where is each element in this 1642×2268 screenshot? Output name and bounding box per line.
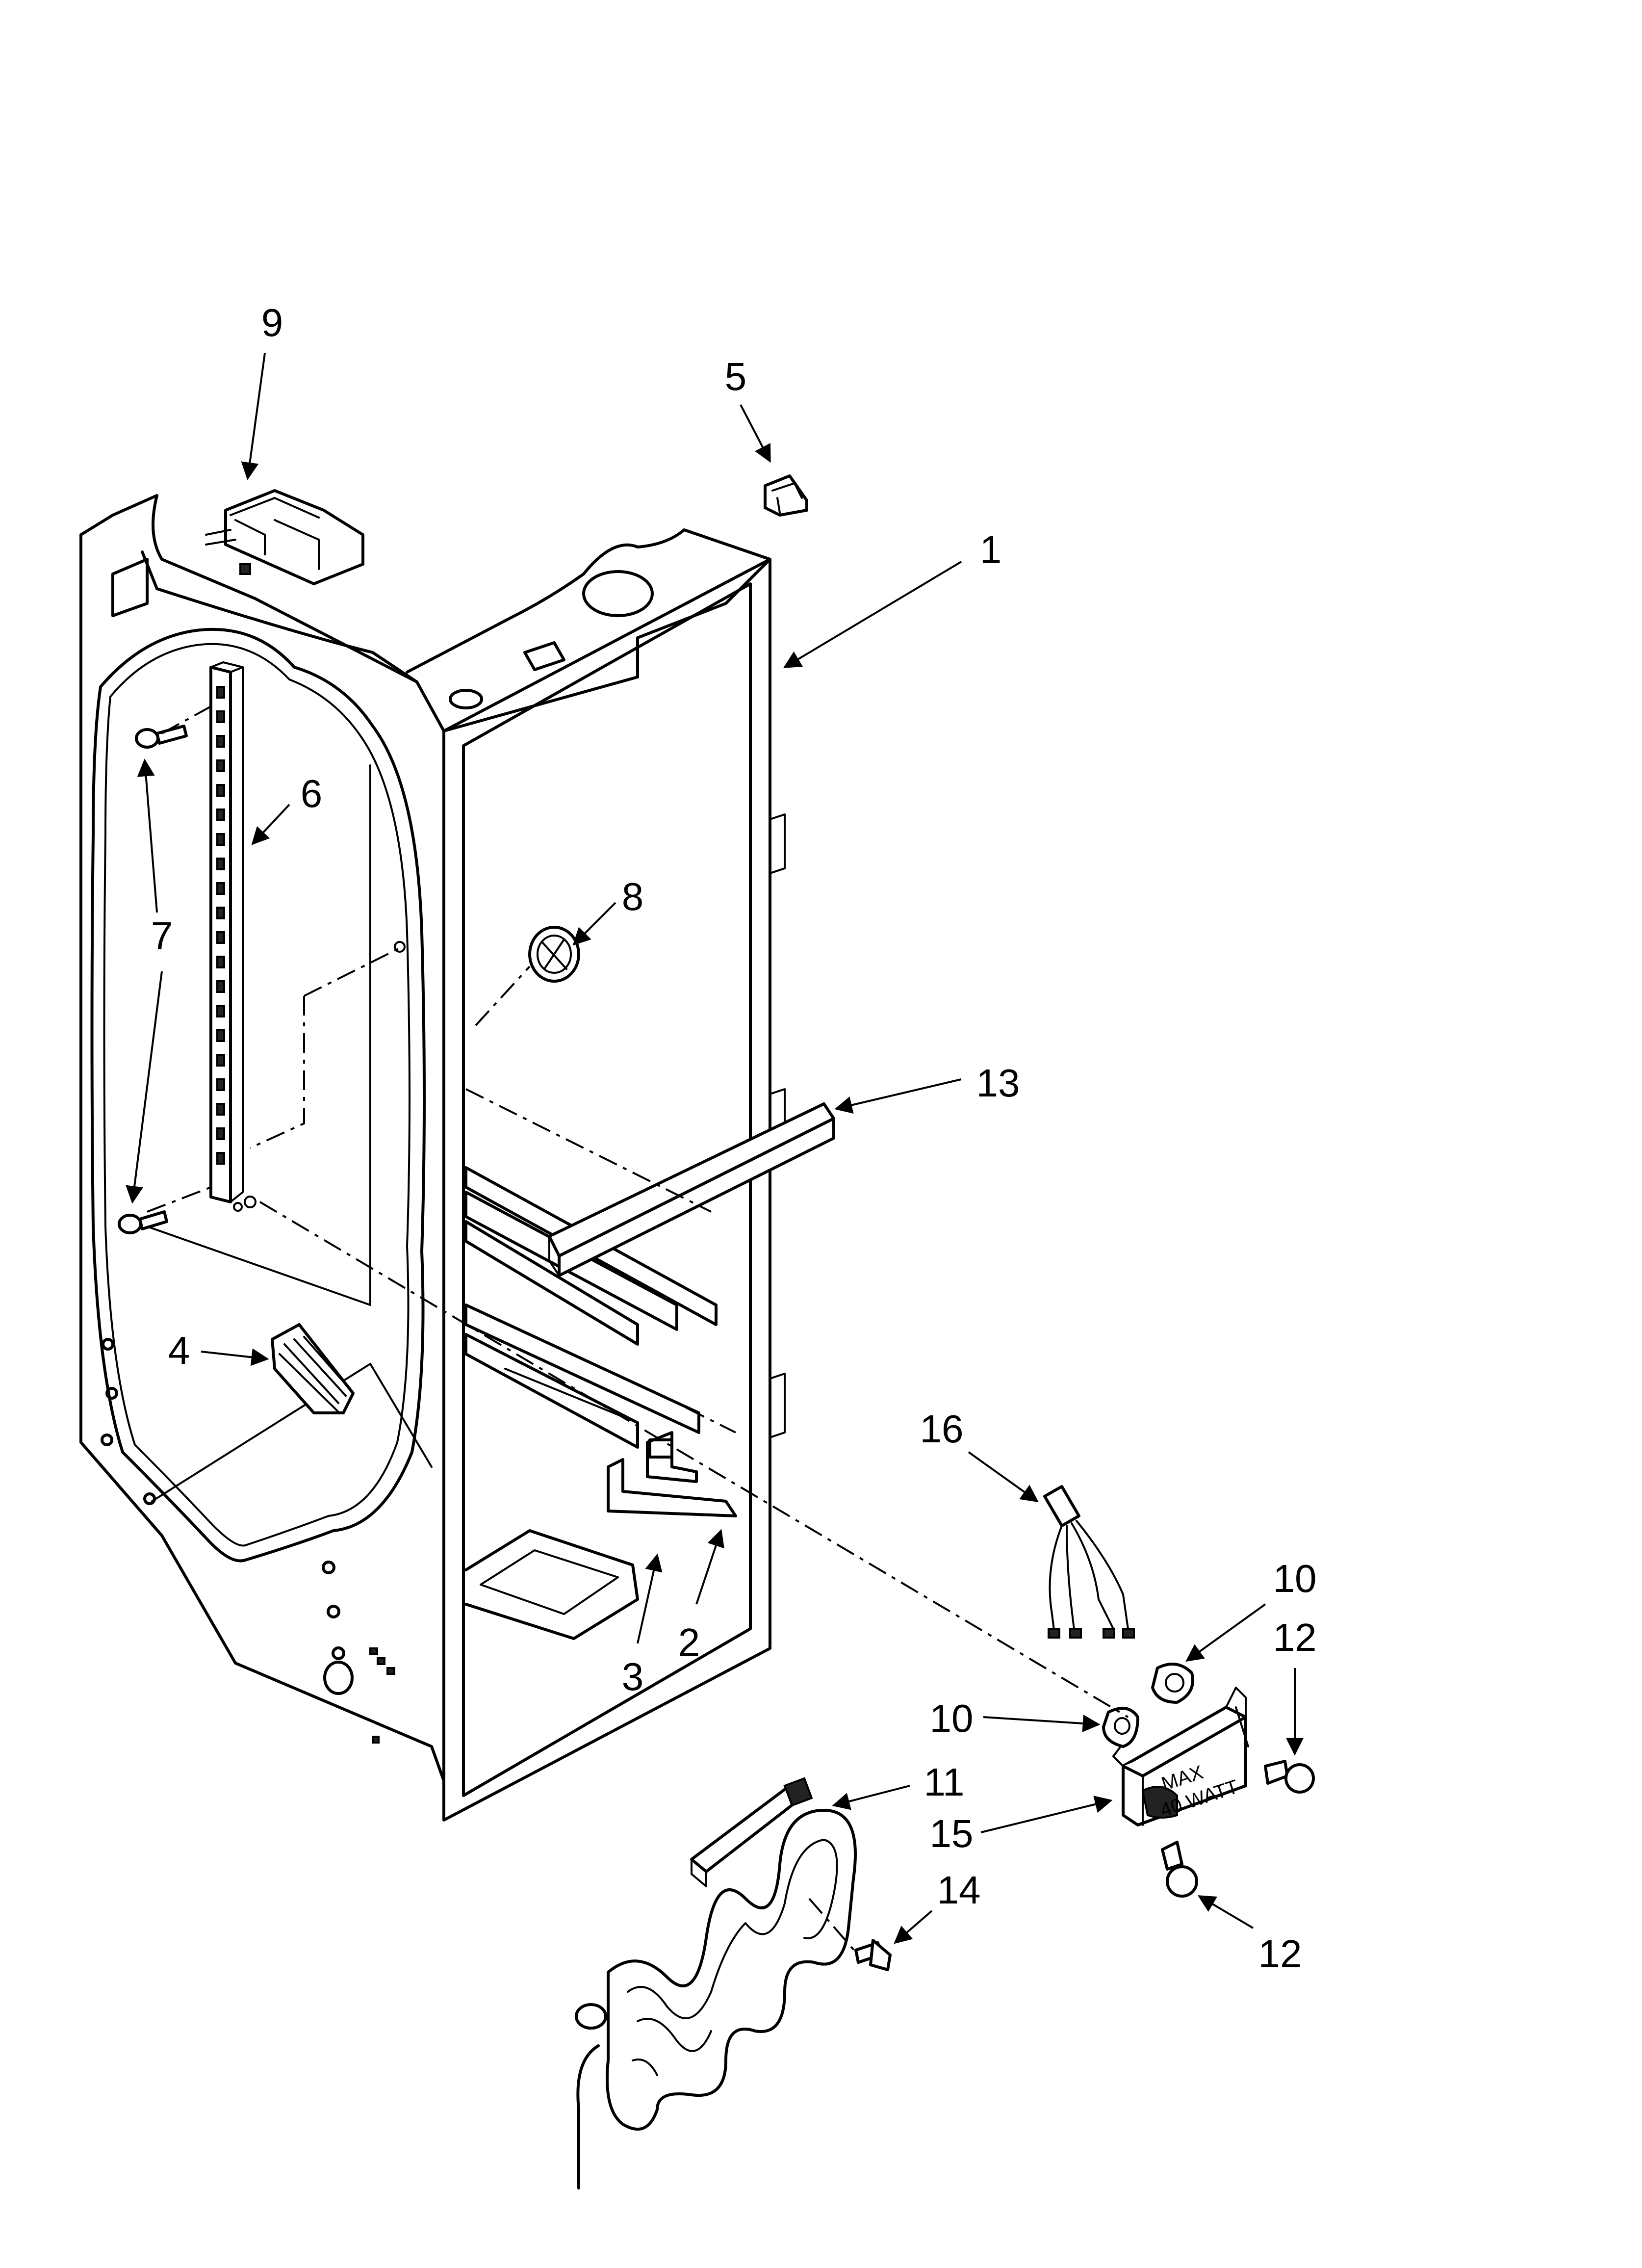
callout-5: 5	[725, 355, 747, 398]
callout-10-lower: 10	[930, 1696, 974, 1740]
leader-7-up	[137, 758, 158, 913]
leader-13	[834, 1078, 962, 1114]
leader-1	[783, 561, 962, 668]
part-10-clip-lower	[1102, 1707, 1139, 1748]
leader-7-down	[126, 971, 163, 1204]
leader-2	[695, 1529, 724, 1605]
part-7-screw-top	[135, 725, 188, 749]
callout-10-upper: 10	[1273, 1557, 1317, 1600]
leader-16	[968, 1451, 1039, 1503]
part-13-bar	[548, 1102, 835, 1277]
assembly-dashed-lines	[147, 705, 1129, 1956]
leader-9	[241, 353, 266, 480]
callout-11: 11	[924, 1760, 964, 1804]
part-14-screw	[854, 1939, 892, 1971]
part-11-defrost-heater	[575, 1777, 857, 2190]
part-7-screw-bottom	[118, 1210, 168, 1234]
part-16-wire-harness	[1043, 1485, 1135, 1639]
part-12-bulb-right	[1264, 1760, 1315, 1794]
part-4-grille	[271, 1323, 355, 1414]
callout-9: 9	[261, 301, 283, 344]
part-6-shelf-ladder	[209, 661, 244, 1203]
callout-15: 15	[930, 1812, 974, 1855]
leader-3	[637, 1553, 663, 1644]
callout-4: 4	[168, 1329, 190, 1372]
part-9-control-box	[205, 489, 364, 585]
leader-10-upper	[1185, 1603, 1266, 1662]
part-12-bulb-lower	[1161, 1841, 1198, 1898]
part-8-grommet	[528, 926, 580, 983]
callout-3: 3	[622, 1655, 644, 1698]
leader-14	[894, 1910, 933, 1944]
leader-15	[980, 1796, 1113, 1833]
part-5-clip	[764, 474, 808, 517]
callout-14: 14	[937, 1868, 981, 1912]
leader-10-lower	[983, 1714, 1101, 1732]
refrigerator-liner	[79, 494, 786, 1822]
leader-8	[572, 902, 616, 946]
callout-13: 13	[976, 1061, 1020, 1105]
leader-arrows	[126, 353, 1304, 1944]
callout-2: 2	[678, 1620, 700, 1664]
leader-11	[832, 1785, 910, 1810]
leader-4	[201, 1348, 269, 1366]
callout-12-lower: 12	[1258, 1932, 1302, 1976]
leader-5	[740, 404, 771, 463]
callout-6: 6	[301, 772, 323, 815]
callout-8: 8	[622, 875, 644, 918]
callout-1: 1	[980, 528, 1002, 572]
callout-12-upper: 12	[1273, 1616, 1317, 1659]
callout-16: 16	[920, 1407, 964, 1451]
part-10-clip-upper	[1151, 1663, 1194, 1704]
part-15-light-housing: MAX 40 WATT	[1112, 1687, 1249, 1826]
callout-numbers: 1 2 3 4 5 6 7 8 9 10 10 11 12 12 13 14 1…	[151, 301, 1317, 1976]
callout-7: 7	[151, 914, 173, 958]
leader-6	[251, 804, 290, 845]
leader-12-lower	[1197, 1895, 1254, 1929]
